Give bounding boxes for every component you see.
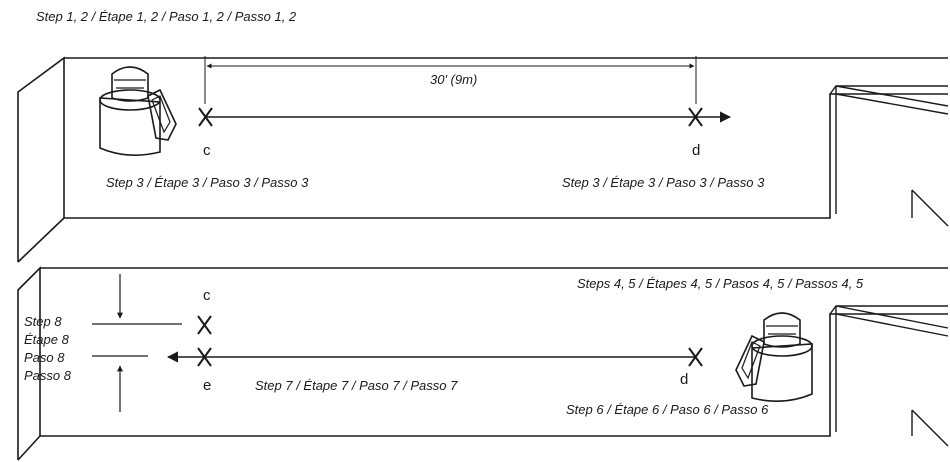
bottom-point-c-label: c (203, 287, 211, 304)
bottom-panel: Steps 4, 5 / Étapes 4, 5 / Pasos 4, 5 / … (17, 266, 949, 461)
top-point-d-label: d (692, 142, 700, 159)
bottom-room-floor (17, 435, 41, 461)
step8-line-1: Step 8 (24, 314, 62, 329)
test-device-icon (99, 66, 177, 156)
step8-line-3: Paso 8 (24, 350, 65, 365)
bottom-x-mark-d (688, 347, 703, 367)
top-x-mark-d (688, 107, 703, 127)
step6-label: Step 6 / Étape 6 / Paso 6 / Passo 6 (566, 402, 769, 417)
top-x-mark-c (198, 107, 213, 127)
top-doorway (829, 85, 949, 227)
bottom-point-d-label: d (680, 371, 688, 388)
distance-label: 30' (9m) (430, 72, 477, 87)
steps45-label: Steps 4, 5 / Étapes 4, 5 / Pasos 4, 5 / … (577, 276, 864, 291)
top-room-wall (17, 56, 948, 262)
top-panel: 30' (9m) c d Step 3 / Étape 3 / Paso 3 /… (17, 56, 949, 263)
bottom-x-mark-c (197, 315, 212, 335)
test-device-icon-bottom (735, 312, 813, 402)
bottom-doorway (829, 305, 949, 447)
bottom-x-mark-e (197, 347, 212, 367)
step7-label: Step 7 / Étape 7 / Paso 7 / Passo 7 (255, 378, 458, 393)
step8-line-2: Étape 8 (24, 332, 70, 347)
bottom-point-e-label: e (203, 377, 211, 394)
step3-left-label: Step 3 / Étape 3 / Paso 3 / Passo 3 (106, 175, 309, 190)
bottom-room-wall (17, 266, 948, 460)
step3-right-label: Step 3 / Étape 3 / Paso 3 / Passo 3 (562, 175, 765, 190)
top-point-c-label: c (203, 142, 211, 159)
step8-line-4: Passo 8 (24, 368, 72, 383)
diagram-title: Step 1, 2 / Étape 1, 2 / Paso 1, 2 / Pas… (36, 9, 297, 24)
top-room-floor (17, 217, 65, 263)
